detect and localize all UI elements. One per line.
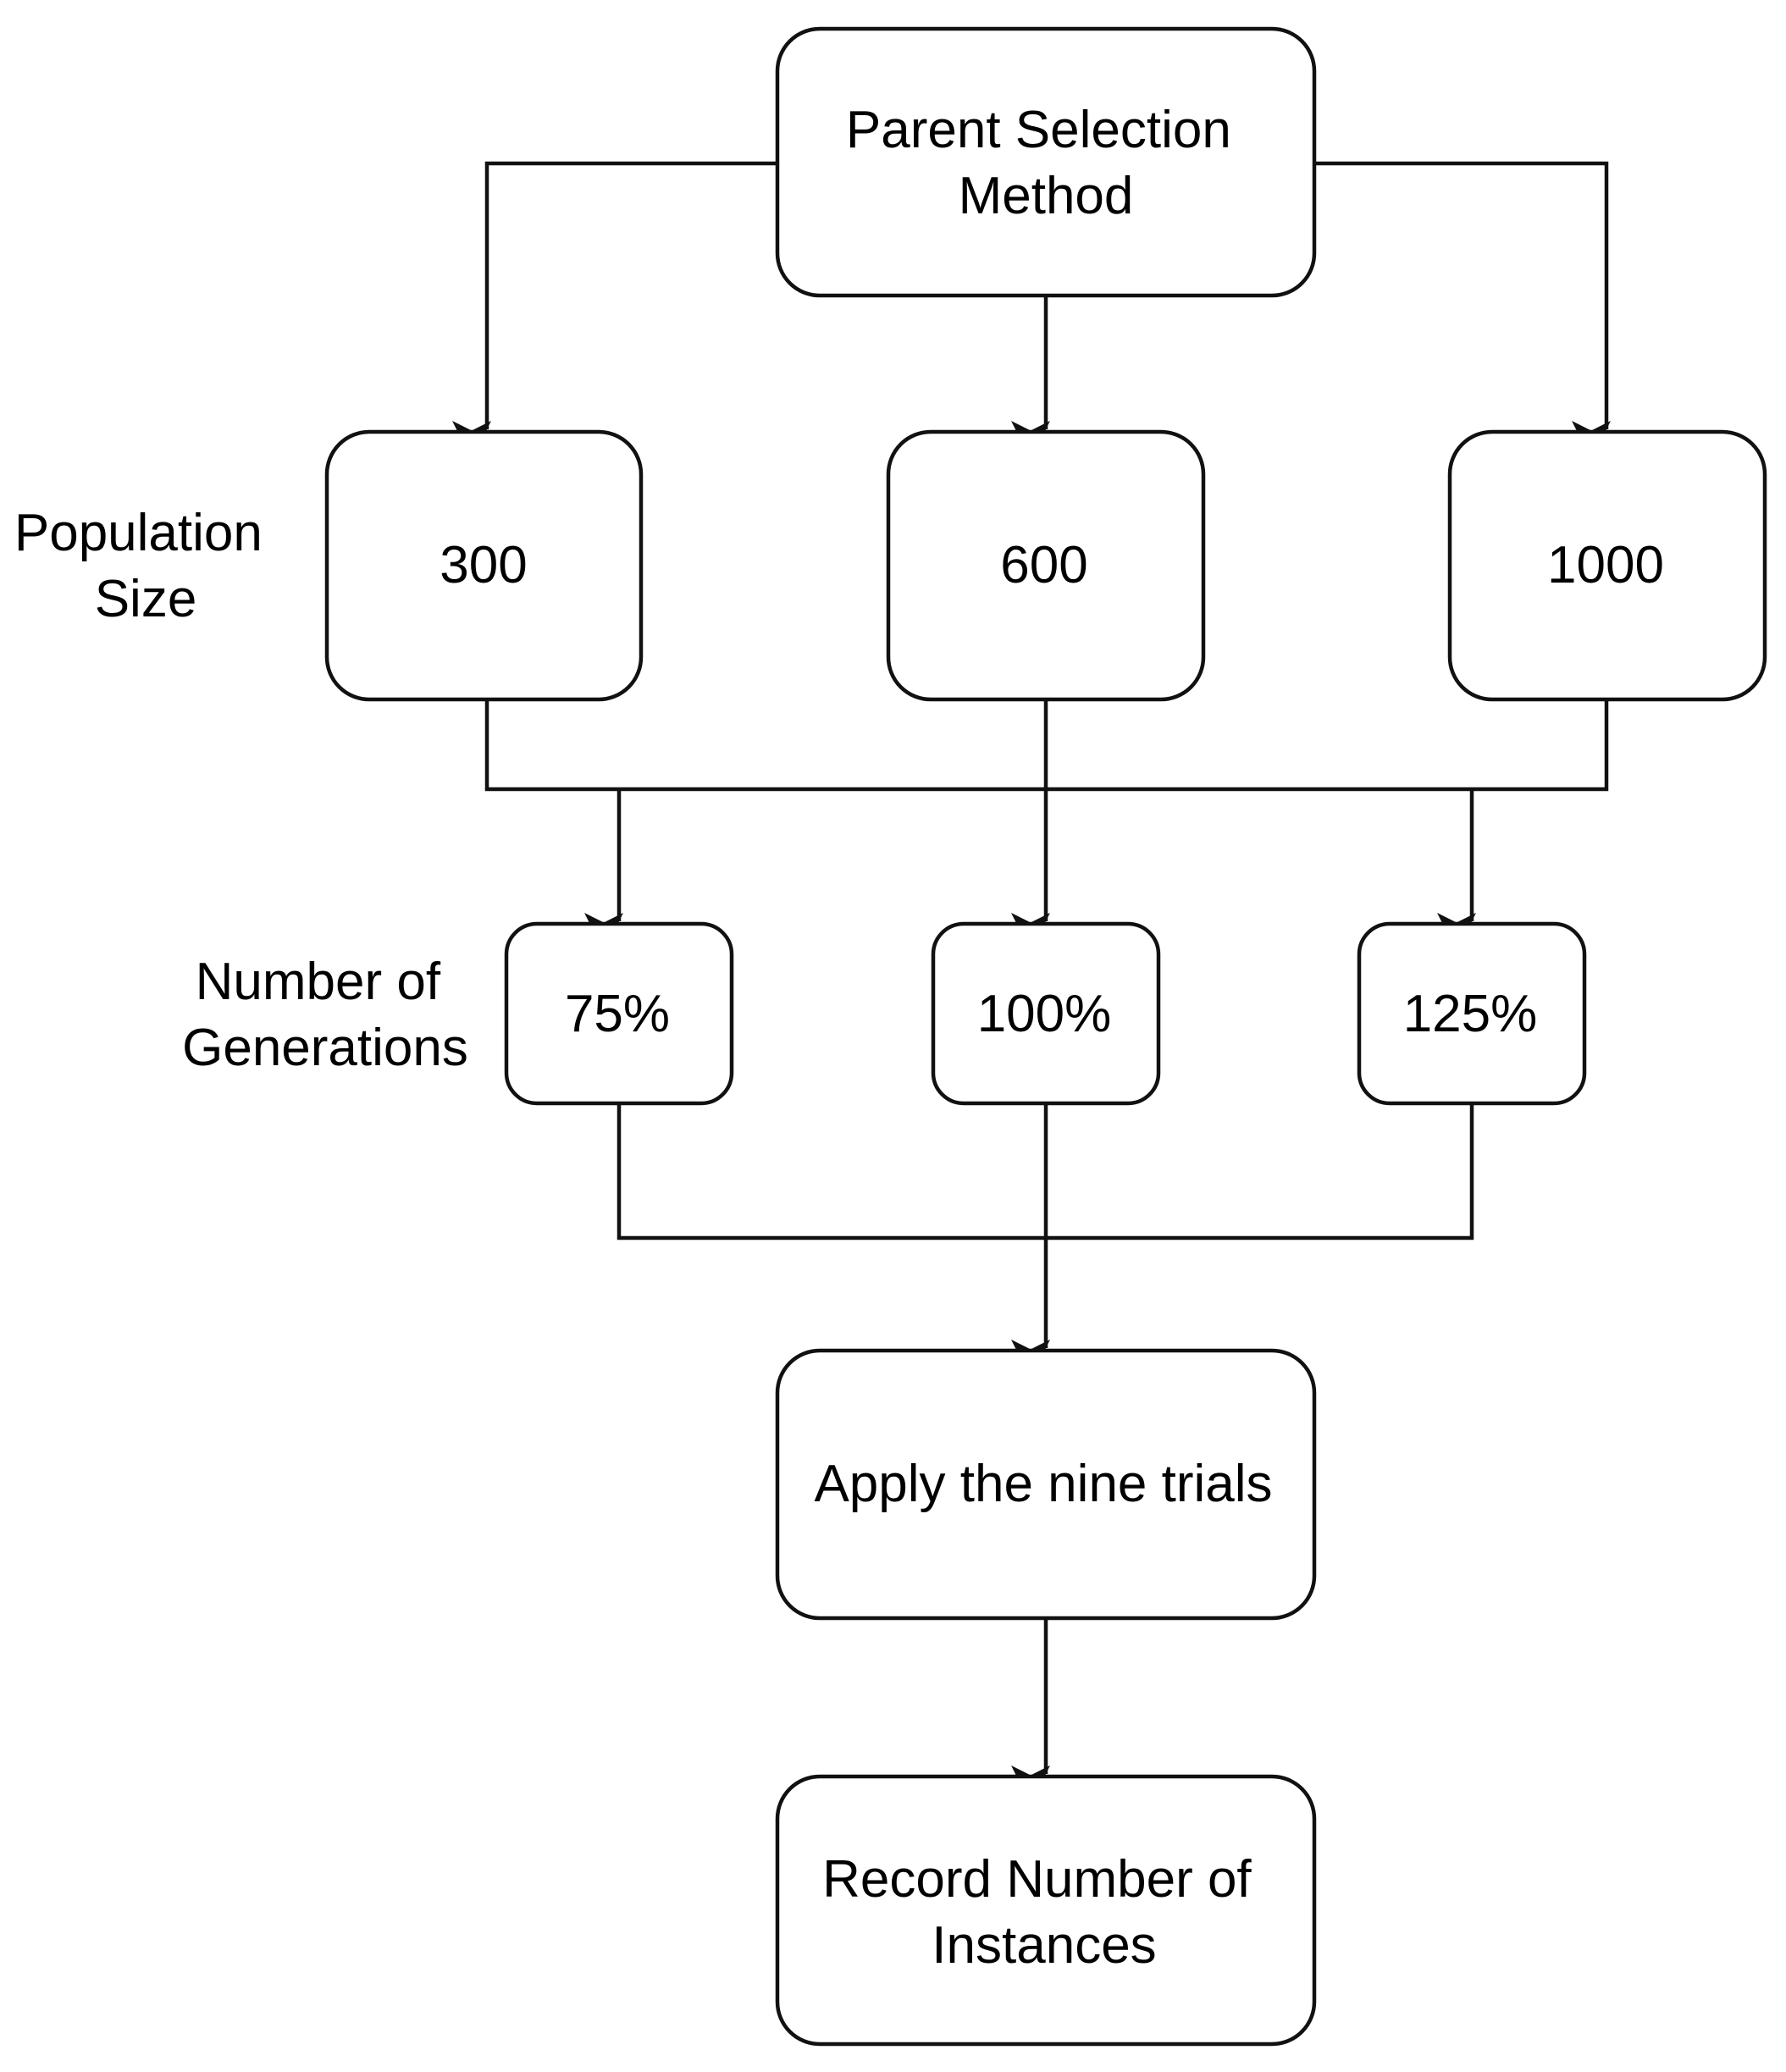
node-gen-75: 75% bbox=[504, 921, 734, 1106]
edges bbox=[452, 161, 1611, 1804]
node-pop-600-label: 600 bbox=[1000, 536, 1087, 594]
node-gen-100: 100% bbox=[931, 921, 1161, 1106]
node-gen-100-label: 100% bbox=[977, 985, 1112, 1043]
edge-parent-to-1000 bbox=[1314, 161, 1611, 460]
node-parent-selection: Parent Selection Method bbox=[775, 26, 1317, 298]
node-pop-1000-label: 1000 bbox=[1547, 536, 1664, 594]
row-label-number-of-generations: Number of Generations bbox=[182, 953, 468, 1077]
node-apply-trials: Apply the nine trials bbox=[775, 1348, 1317, 1621]
edge-parent-to-300 bbox=[452, 161, 777, 460]
row-label-population-size: Population Size bbox=[14, 504, 277, 628]
node-record-instances-label: Record Number of Instances bbox=[822, 1850, 1266, 1975]
node-gen-125: 125% bbox=[1357, 921, 1587, 1106]
node-pop-600: 600 bbox=[886, 429, 1206, 702]
node-pop-1000: 1000 bbox=[1447, 429, 1767, 702]
node-apply-trials-label: Apply the nine trials bbox=[814, 1455, 1272, 1513]
node-gen-75-label: 75% bbox=[565, 985, 670, 1043]
node-pop-300: 300 bbox=[324, 429, 644, 702]
edge-125-to-merge bbox=[1046, 1103, 1474, 1240]
node-gen-125-label: 125% bbox=[1403, 985, 1538, 1043]
node-pop-300-label: 300 bbox=[440, 536, 527, 594]
edge-75-to-merge bbox=[617, 1103, 1046, 1240]
node-parent-selection-label: Parent Selection Method bbox=[846, 101, 1246, 225]
edge-300-to-bus bbox=[484, 699, 1046, 792]
edge-1000-to-bus bbox=[1046, 699, 1609, 792]
node-record-instances: Record Number of Instances bbox=[775, 1774, 1317, 2047]
